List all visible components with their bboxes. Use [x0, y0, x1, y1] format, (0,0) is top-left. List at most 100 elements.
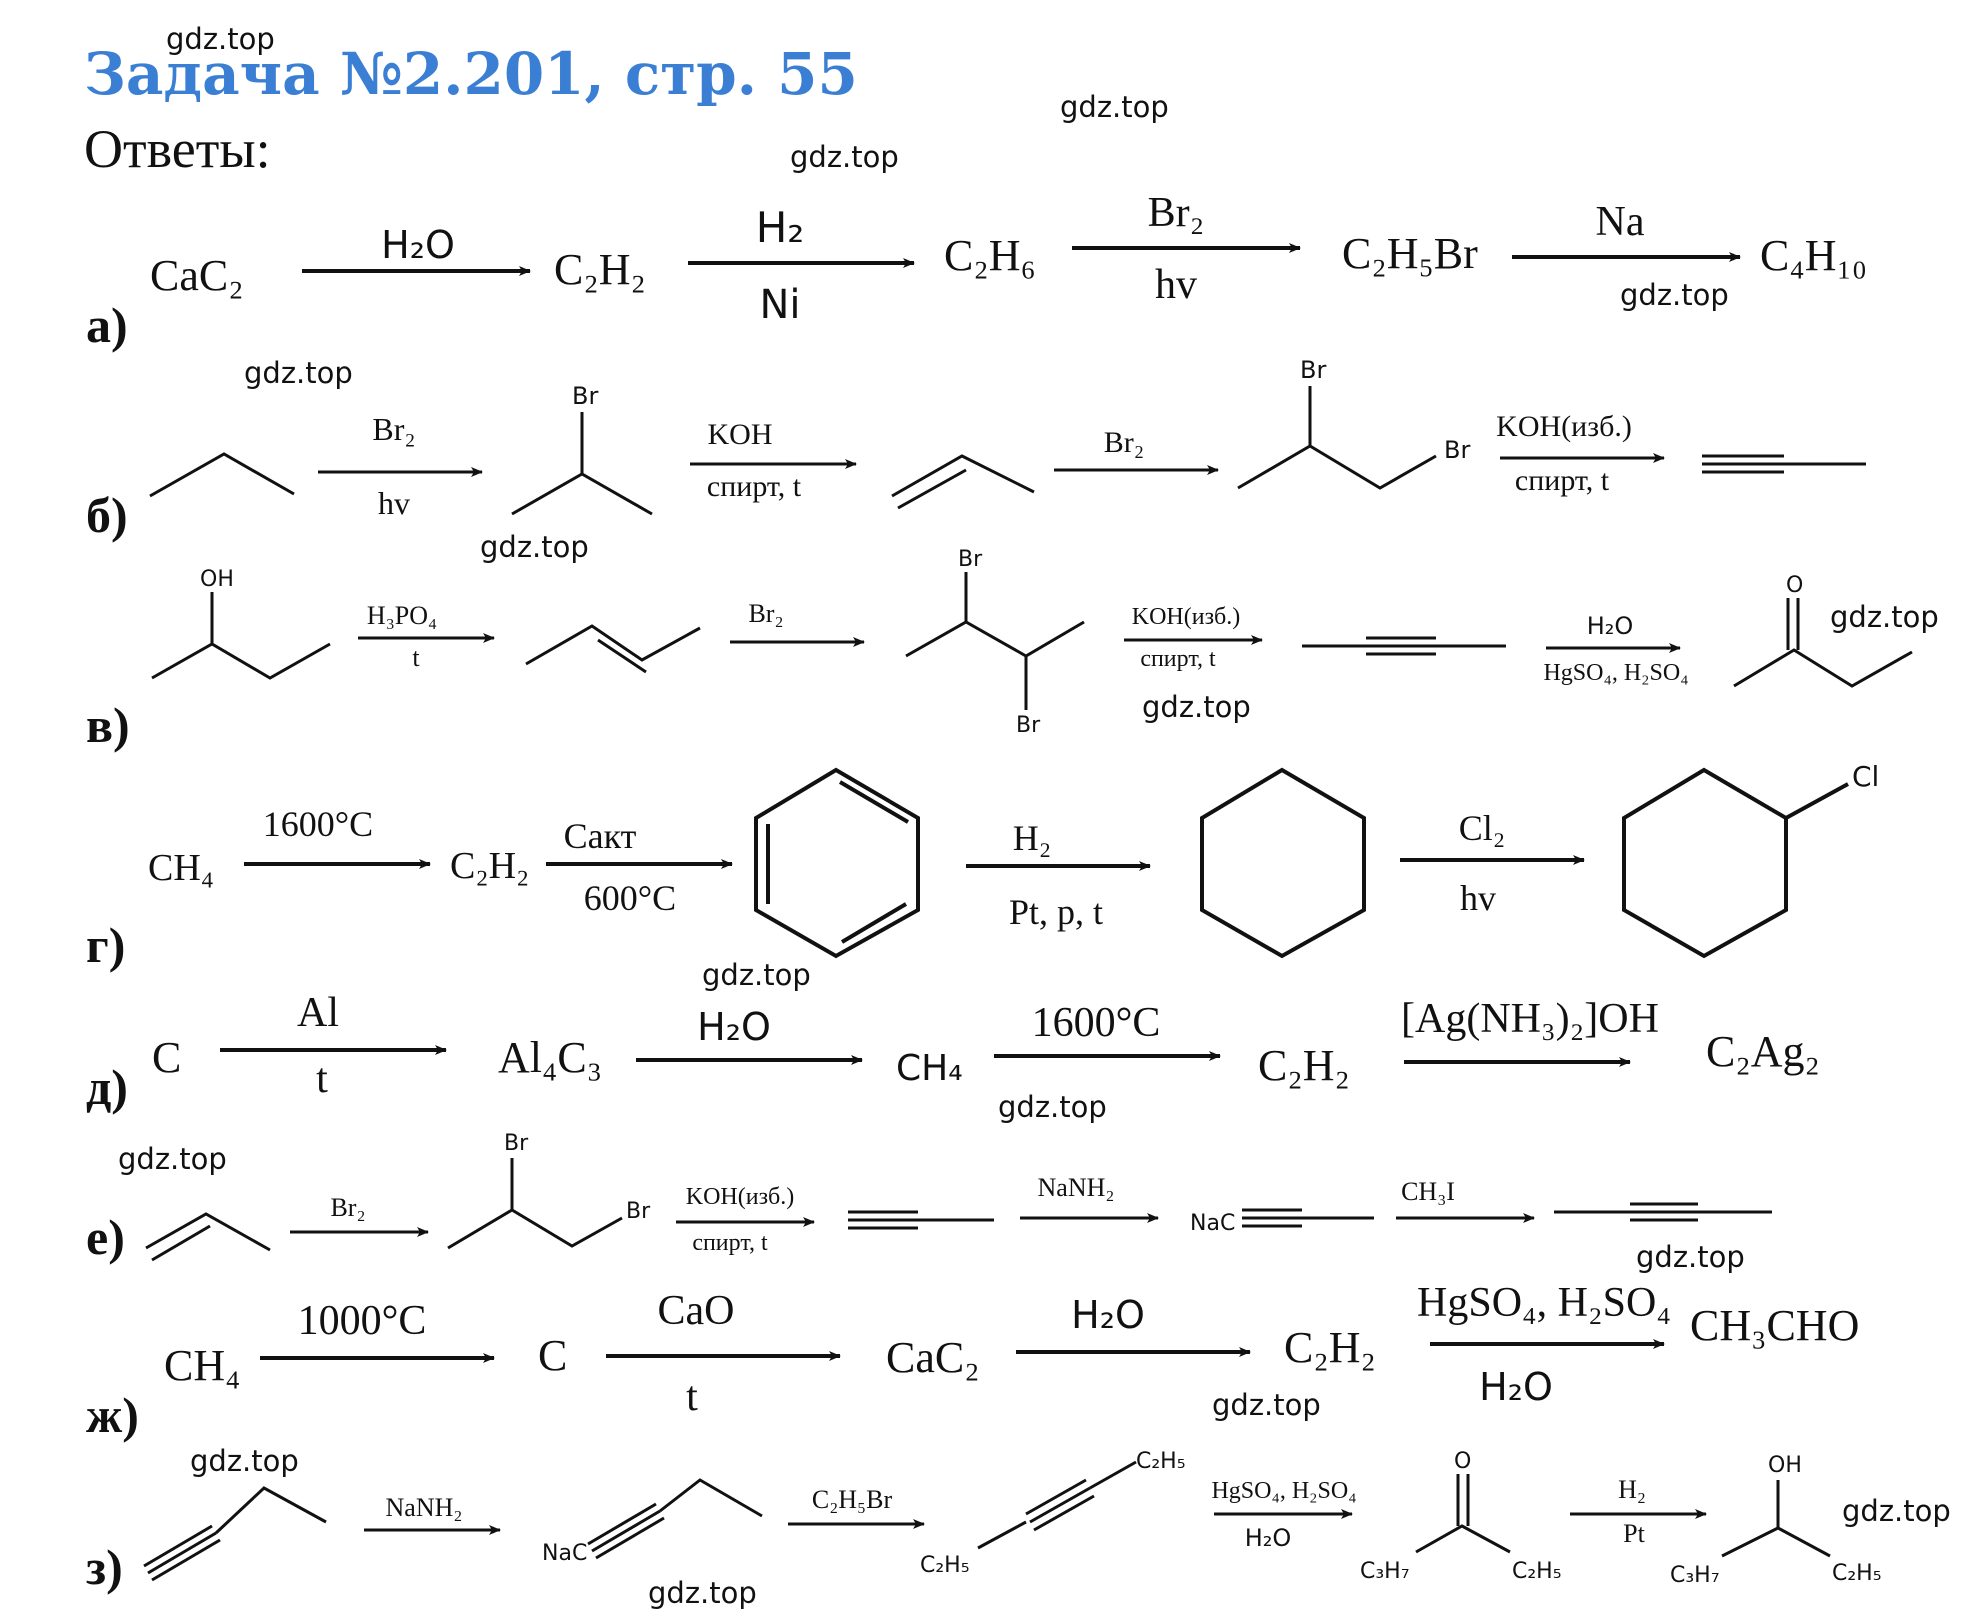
atom-label: Cl	[1852, 760, 1879, 793]
condition: hv	[378, 485, 410, 521]
bond	[1089, 1460, 1137, 1490]
triple-bond	[591, 1509, 661, 1553]
scheme-z: NaNH₂ NaC C₂H₅Br C₂H₅ C₂H₅ HgSO₄, H₂SO₄ …	[143, 1449, 1882, 1588]
triple-bond	[147, 1531, 217, 1575]
species: CH₃CHO	[1690, 1301, 1859, 1350]
atom-label: Br	[1444, 436, 1470, 464]
atom-label: OH	[1768, 1453, 1802, 1478]
atom-label: C₂H₅	[1512, 1559, 1562, 1584]
atom-label: Br	[1016, 713, 1041, 738]
reagent: H₂O	[381, 223, 455, 267]
reagent: KOH(изб.)	[1132, 604, 1241, 630]
condition: спирт, t	[692, 1230, 768, 1256]
watermark: gdz.top	[118, 1142, 227, 1176]
reagent: Br₂	[372, 411, 415, 447]
watermark: gdz.top	[480, 530, 589, 564]
reagent: HgSO₄, H₂SO₄	[1211, 1478, 1356, 1504]
dibromopropane-skeleton	[447, 1208, 623, 1250]
atom-label: Br	[504, 1131, 529, 1156]
condition: hv	[1155, 262, 1197, 308]
atom-label: C₂H₅	[920, 1553, 970, 1578]
watermark: gdz.top	[790, 140, 899, 174]
reagent: Al	[297, 990, 339, 1036]
reagent: NaNH₂	[1038, 1173, 1115, 1202]
double-bond	[840, 902, 908, 944]
row-label-d: д)	[86, 1059, 128, 1115]
reagent: H₂	[1013, 818, 1052, 858]
triple-bond	[1025, 1478, 1087, 1516]
reagent: 1600°C	[263, 804, 373, 844]
propane-skeleton	[149, 452, 295, 498]
reagent: KOH(изб.)	[1496, 410, 1632, 443]
propene-skeleton	[145, 1212, 271, 1252]
atom-label: C₃H₇	[1360, 1559, 1410, 1584]
dibromopropane-skeleton	[1237, 444, 1437, 490]
row-label-z: з)	[86, 1539, 123, 1595]
propene-skeleton	[891, 454, 1035, 498]
atom-label: C₂H₅	[1832, 1561, 1882, 1586]
condition: t	[316, 1056, 328, 1102]
double-bond	[597, 638, 647, 674]
row-label-zh: ж)	[86, 1387, 139, 1443]
bond	[1785, 782, 1849, 820]
reagent: Br₂	[748, 599, 783, 628]
watermark: gdz.top	[1830, 600, 1939, 634]
species: CH₄	[148, 847, 214, 889]
alcohol-skeleton	[1721, 1526, 1831, 1558]
species: C	[538, 1331, 567, 1380]
reagent: 1000°C	[298, 1298, 427, 1344]
watermark: gdz.top	[1842, 1494, 1951, 1528]
condition: спирт, t	[707, 470, 802, 503]
reagent: NaNH₂	[386, 1493, 463, 1522]
species: C₂Ag₂	[1706, 1027, 1820, 1076]
reagent: H₂O	[697, 1005, 771, 1049]
watermark: gdz.top	[1636, 1240, 1745, 1274]
page-title: Задача №2.201, стр. 55	[84, 40, 858, 108]
butyne-chain	[214, 1486, 327, 1535]
atom-label: O	[1786, 573, 1803, 598]
watermark: gdz.top	[166, 22, 275, 56]
atom-label: NaC	[1190, 1211, 1235, 1236]
atom-label: NaC	[542, 1541, 587, 1566]
reagent: H₃PO₄	[367, 601, 437, 630]
watermark: gdz.top	[244, 356, 353, 390]
condition: Pt	[1623, 1519, 1645, 1548]
species: C₂H₅Br	[1342, 229, 1478, 278]
species: C₂H₂	[450, 845, 529, 887]
triple-bond	[1029, 1486, 1091, 1524]
condition: t	[686, 1374, 698, 1420]
atom-label: C₃H₇	[1670, 1563, 1720, 1588]
reagent: Cакт	[564, 816, 637, 856]
species: C₂H₂	[1258, 1041, 1350, 1090]
atom-label: Br	[958, 547, 983, 572]
watermark: gdz.top	[1212, 1388, 1321, 1422]
reagent: H₂	[1618, 1475, 1646, 1504]
reagent: H₂O	[1587, 612, 1634, 640]
atom-label: C₂H₅	[1136, 1449, 1186, 1474]
watermark: gdz.top	[702, 958, 811, 992]
double-bond	[838, 780, 910, 824]
butanone-skeleton	[1733, 648, 1913, 688]
reagent: Br₂	[330, 1193, 365, 1222]
species: C₄H₁₀	[1760, 231, 1867, 280]
condition: HgSO₄, H₂SO₄	[1543, 660, 1688, 686]
watermark: gdz.top	[648, 1576, 757, 1610]
condition: спирт, t	[1515, 464, 1610, 497]
benzene-ring	[754, 767, 920, 959]
atom-label: Br	[1300, 356, 1326, 384]
condition: H₂O	[1245, 1524, 1292, 1552]
species: C	[152, 1033, 181, 1082]
2-bromopropane-skeleton	[511, 472, 653, 516]
species: CH₄	[896, 1048, 963, 1089]
atom-label: Br	[572, 382, 598, 410]
2-butanol-skeleton	[151, 642, 331, 680]
triple-bond	[1033, 1494, 1095, 1532]
reagent: KOH	[708, 418, 773, 451]
condition: спирт, t	[1140, 646, 1216, 672]
species: CaC₂	[886, 1333, 980, 1382]
condition: Pt, p, t	[1009, 892, 1103, 932]
double-bond	[897, 468, 967, 510]
condition: 600°C	[584, 878, 676, 918]
reagent: [Ag(NH₃)₂]OH	[1401, 996, 1659, 1042]
reagent: H₂	[756, 203, 804, 252]
